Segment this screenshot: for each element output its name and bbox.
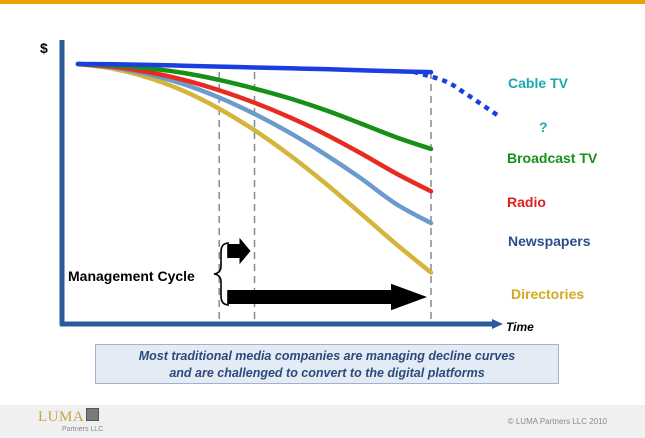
- logo-subtitle: Partners LLC: [62, 426, 104, 433]
- logo-mark-icon: [86, 408, 100, 421]
- decline-curves-chart: $ Time Cable TV ? Broadcast TV Radio New…: [40, 40, 598, 334]
- question-mark-label: ?: [539, 119, 548, 135]
- management-cycle-label: Management Cycle: [68, 268, 195, 284]
- footer-bar: LUMA Partners LLC © LUMA Partners LLC 20…: [0, 405, 645, 438]
- top-accent-rule: [0, 0, 645, 4]
- logo-text: LUMA: [38, 409, 85, 425]
- legend-label-newspapers: Newspapers: [508, 233, 591, 249]
- copyright-text: © LUMA Partners LLC 2010: [507, 417, 607, 426]
- series-line-broadcast-tv: [75, 61, 434, 152]
- caption-line-1: Most traditional media companies are man…: [138, 349, 516, 363]
- legend-label-broadcast-tv: Broadcast TV: [507, 150, 598, 166]
- management-cycle-arrows: [227, 237, 427, 311]
- series-line-directories: [75, 61, 434, 275]
- legend-label-directories: Directories: [511, 286, 584, 302]
- series-line-radio: [75, 61, 434, 194]
- long-cycle-arrow: [227, 283, 427, 311]
- legend-label-cable-tv: Cable TV: [508, 75, 569, 91]
- axes: [59, 40, 503, 329]
- caption-line-2: and are challenged to convert to the dig…: [169, 366, 485, 380]
- series-line-cable-tv: [75, 61, 434, 75]
- luma-logo: LUMA: [38, 408, 100, 426]
- x-axis-arrowhead: [492, 319, 503, 329]
- y-axis-label: $: [40, 40, 48, 56]
- x-axis-label: Time: [506, 320, 534, 334]
- series-lines: [75, 61, 500, 275]
- caption-box: Most traditional media companies are man…: [95, 344, 559, 384]
- short-cycle-arrow: [227, 237, 251, 265]
- management-cycle-brace: [213, 242, 230, 306]
- projection-line-cable-tv: [412, 69, 500, 118]
- legend-label-radio: Radio: [507, 194, 546, 210]
